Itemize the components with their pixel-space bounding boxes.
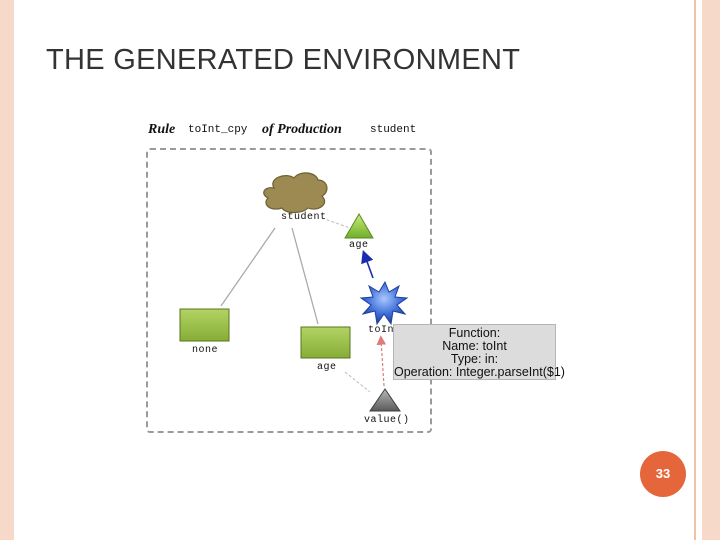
- age-triangle-icon[interactable]: [344, 213, 374, 239]
- arrow-toint-to-age: [361, 249, 374, 279]
- none-box[interactable]: [179, 308, 230, 342]
- tooltip-line-function: Function:: [448, 326, 501, 340]
- student-cloud-icon[interactable]: [263, 172, 328, 214]
- none-box-label: none: [192, 345, 219, 356]
- arrow-value-to-toint: [376, 335, 387, 387]
- slide-border-right: [688, 0, 720, 540]
- production-name: student: [370, 124, 417, 136]
- tooltip-line-operation: Operation: Integer.parseInt($1): [394, 365, 565, 379]
- toint-star-icon[interactable]: [359, 280, 409, 326]
- toint-node-label: toInt: [368, 325, 401, 336]
- tooltip-line-name: Name: toInt: [442, 339, 507, 353]
- edge-student-age-box: [291, 227, 319, 325]
- diagram-frame: [146, 148, 432, 433]
- value-triangle-icon[interactable]: [369, 388, 401, 412]
- value-node-label: value(): [364, 415, 410, 426]
- age-box[interactable]: [300, 326, 351, 359]
- student-node-label: student: [281, 212, 327, 223]
- slide-border-left: [0, 0, 14, 540]
- edge-age-box-value: [344, 371, 371, 393]
- of-production-label: of Production: [262, 122, 342, 137]
- tooltip-line-type: Type: in:: [450, 352, 499, 366]
- edge-student-none: [220, 227, 276, 307]
- age-triangle-label: age: [349, 240, 369, 251]
- rule-name: toInt_cpy: [188, 124, 248, 136]
- age-box-label: age: [317, 362, 337, 373]
- slide-title: THE GENERATED ENVIRONMENT: [46, 44, 521, 76]
- page-number-badge: 33: [640, 451, 686, 497]
- function-tooltip: Function: Name: toInt Type: in: Operatio…: [393, 324, 565, 380]
- rule-label: Rule: [148, 122, 176, 137]
